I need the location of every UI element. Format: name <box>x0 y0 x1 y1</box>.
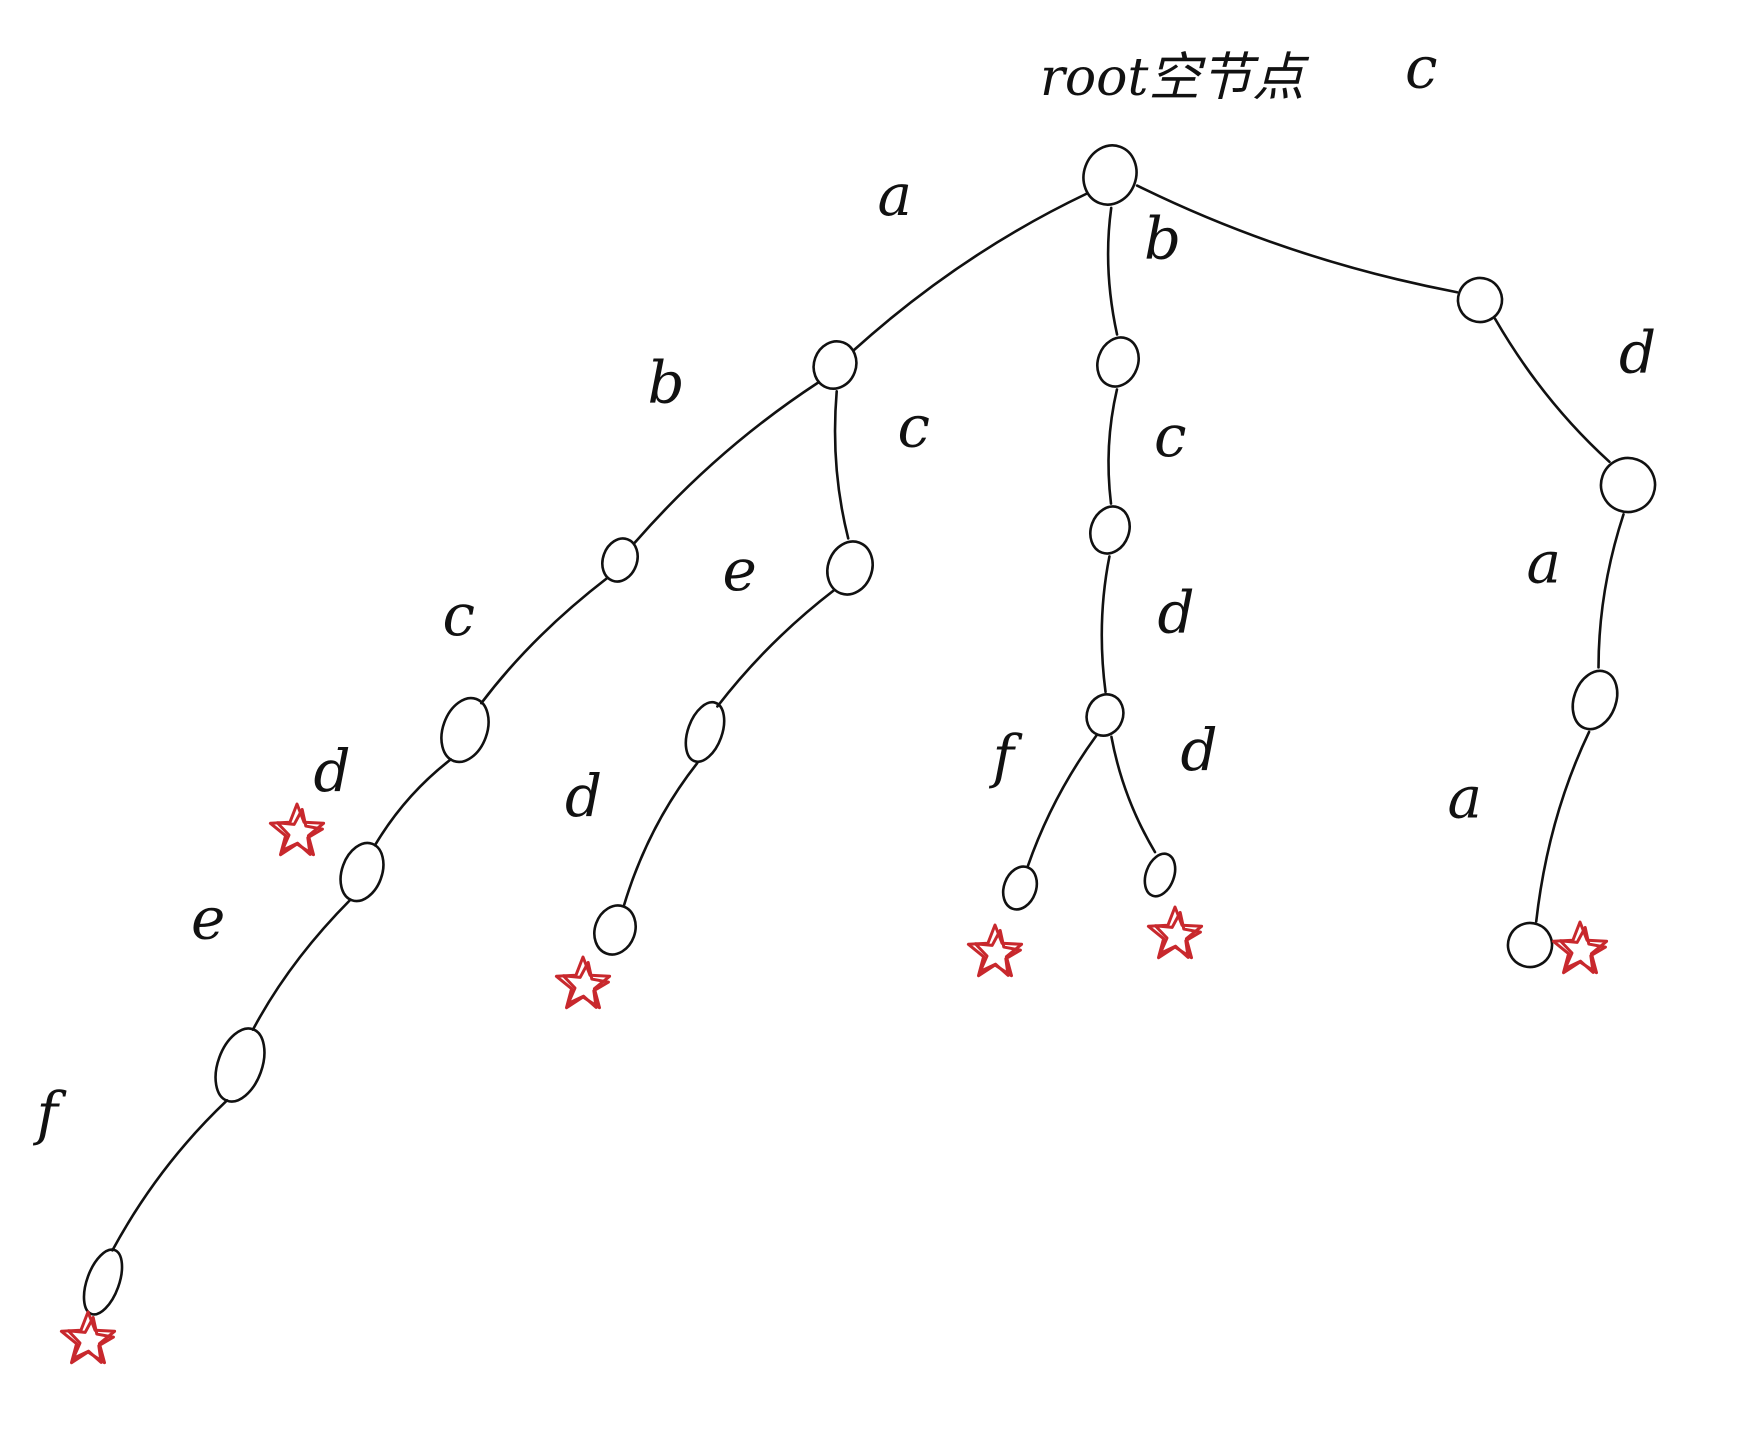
trie-node-b <box>1096 336 1140 388</box>
edge-label-a-ab: b <box>648 349 685 417</box>
edge-root-b <box>1106 206 1119 336</box>
trie-node-root <box>1082 144 1138 206</box>
edge-label-root-a: a <box>878 161 913 229</box>
star-icon-cdaa <box>1551 920 1609 975</box>
edge-cda-cdaa <box>1534 730 1591 923</box>
edge-abcde-abcdef <box>111 1099 229 1252</box>
edge-label-abcde-abcdef: f <box>33 1080 68 1148</box>
trie-node-bcdd <box>1143 852 1177 898</box>
trie-node-cd <box>1599 456 1657 514</box>
edge-ab-abc <box>480 576 609 705</box>
edge-abc-abcd <box>373 758 453 847</box>
star-icon-abcdef <box>59 1310 117 1365</box>
trie-node-ac <box>826 540 874 596</box>
trie-node-bc <box>1089 505 1131 555</box>
edge-bcd-bcdd <box>1110 735 1157 854</box>
edge-label-bcd-bcdf: f <box>989 723 1024 791</box>
edge-cd-cda <box>1597 513 1625 669</box>
trie-node-bcdf <box>1001 865 1039 911</box>
edge-root-c <box>1135 184 1459 294</box>
edge-bcd-bcdf <box>1026 734 1098 868</box>
edge-label-c-cd: d <box>1619 319 1656 387</box>
star-icon-abcd <box>268 802 326 857</box>
edges-layer <box>111 184 1625 1252</box>
edge-label-root-c: c <box>1405 34 1437 102</box>
stars-layer <box>59 802 1609 1365</box>
root-label: root空节点 <box>1040 48 1309 108</box>
edge-label-bcd-bcdd: d <box>1181 716 1218 784</box>
trie-node-cda <box>1571 669 1619 731</box>
edge-label-cda-cdaa: a <box>1448 764 1483 832</box>
edge-a-ac <box>833 390 850 540</box>
edge-label-root-b: b <box>1144 205 1181 273</box>
star-icon-bcdd <box>1146 905 1204 960</box>
edge-label-ac-ace: e <box>723 536 757 604</box>
trie-node-ace <box>684 700 726 764</box>
edge-ac-ace <box>716 588 836 708</box>
trie-node-a <box>812 340 858 390</box>
star-icon-bcdf <box>966 923 1024 978</box>
edge-label-a-ac: c <box>898 393 930 461</box>
nodes-layer <box>82 144 1657 1316</box>
labels-layer: a b c b c c d e f e d c d f d d a a <box>33 34 1657 1148</box>
trie-node-abc <box>440 696 490 764</box>
trie-node-abcdef <box>82 1248 124 1316</box>
trie-node-abcde <box>214 1027 266 1103</box>
edge-label-b-bc: c <box>1154 402 1186 470</box>
trie-node-cdaa <box>1506 921 1554 969</box>
trie-node-ab <box>601 537 639 583</box>
edge-label-ab-abc: c <box>443 581 475 649</box>
edge-label-cd-cda: a <box>1527 529 1562 597</box>
edge-a-ab <box>632 381 820 546</box>
edge-label-abcd-abcde: e <box>191 885 225 953</box>
trie-node-aced <box>593 904 637 956</box>
edge-label-ace-aced: d <box>565 762 602 830</box>
edge-ace-aced <box>622 761 699 907</box>
edge-abcd-abcde <box>251 898 352 1031</box>
edge-b-bc <box>1107 388 1119 505</box>
trie-node-bcd <box>1085 693 1125 737</box>
star-icon-aced <box>554 955 612 1010</box>
trie-node-c <box>1456 276 1504 324</box>
edge-label-abc-abcd: d <box>314 737 351 805</box>
edge-c-cd <box>1493 317 1611 464</box>
edge-root-a <box>852 192 1088 352</box>
trie-node-abcd <box>339 841 385 903</box>
edge-label-bc-bcd: d <box>1158 579 1195 647</box>
edge-bc-bcd <box>1100 555 1111 694</box>
